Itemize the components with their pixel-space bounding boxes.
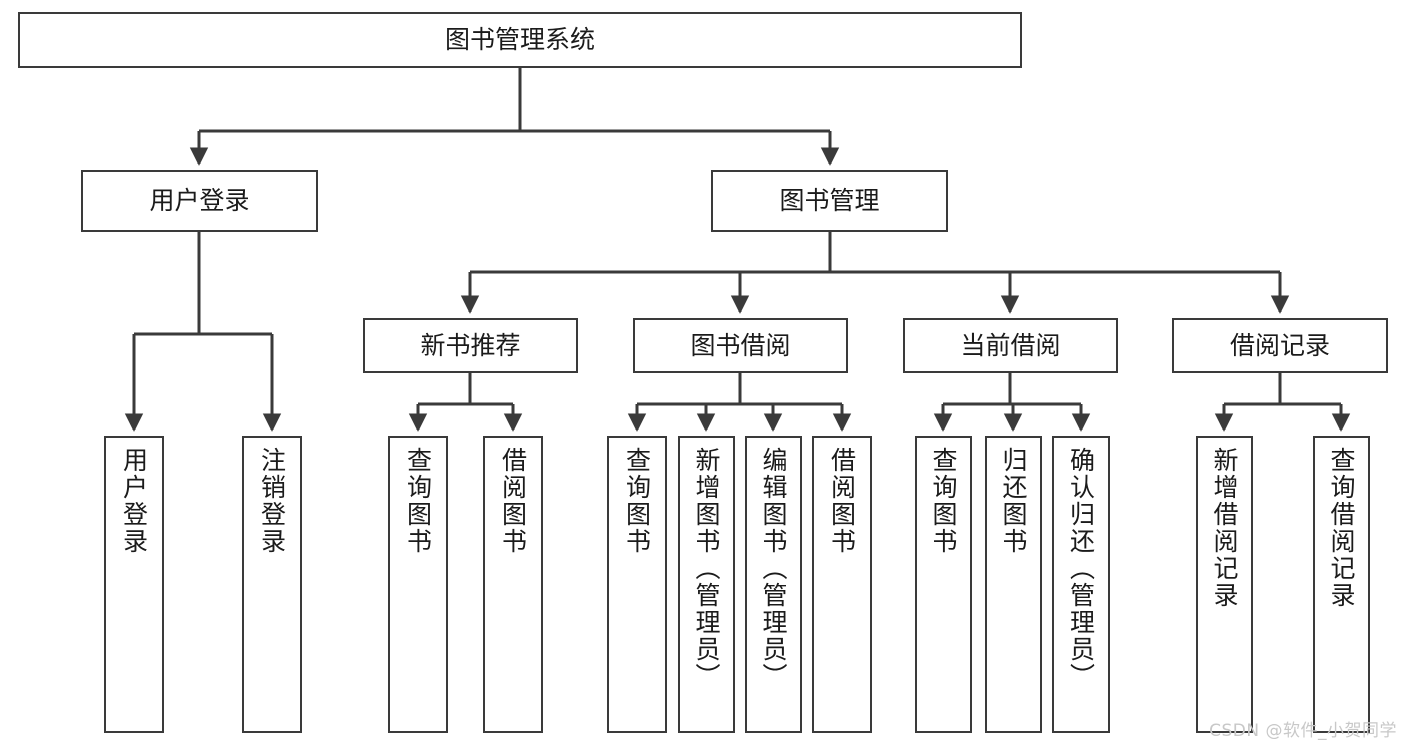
leaf-borrow-book-1[interactable]: 借阅图书 xyxy=(483,436,543,733)
node-borrow-record[interactable]: 借阅记录 xyxy=(1172,318,1388,373)
node-root-label: 图书管理系统 xyxy=(444,25,595,55)
node-borrow-record-label: 借阅记录 xyxy=(1229,330,1330,360)
leaf-query-book-3[interactable]: 查询图书 xyxy=(915,436,972,733)
node-current-borrow[interactable]: 当前借阅 xyxy=(903,318,1118,373)
node-user-login-label: 用户登录 xyxy=(149,186,250,216)
leaf-add-book[interactable]: 新增图书（管理员） xyxy=(678,436,735,733)
leaf-confirm-return-label: 确认归还（管理员） xyxy=(1066,447,1096,690)
leaf-user-login-label: 用户登录 xyxy=(119,447,149,555)
leaf-query-book-2-label: 查询图书 xyxy=(622,447,652,555)
leaf-add-record[interactable]: 新增借阅记录 xyxy=(1196,436,1253,733)
leaf-borrow-book-1-label: 借阅图书 xyxy=(498,447,528,555)
leaf-query-book-1[interactable]: 查询图书 xyxy=(388,436,448,733)
node-book-borrow-label: 图书借阅 xyxy=(690,330,791,360)
node-book-manage[interactable]: 图书管理 xyxy=(711,170,948,232)
leaf-query-book-1-label: 查询图书 xyxy=(403,447,433,555)
leaf-add-record-label: 新增借阅记录 xyxy=(1210,447,1239,609)
leaf-user-login[interactable]: 用户登录 xyxy=(104,436,164,733)
leaf-logout[interactable]: 注销登录 xyxy=(242,436,302,733)
leaf-query-book-2[interactable]: 查询图书 xyxy=(607,436,667,733)
leaf-borrow-book-2[interactable]: 借阅图书 xyxy=(812,436,872,733)
watermark: CSDN @软件_小贺同学 xyxy=(1209,721,1397,741)
node-current-borrow-label: 当前借阅 xyxy=(960,330,1061,360)
leaf-return-book-label: 归还图书 xyxy=(999,447,1028,555)
node-new-book-recommend[interactable]: 新书推荐 xyxy=(363,318,578,373)
node-user-login[interactable]: 用户登录 xyxy=(81,170,318,232)
leaf-query-record-label: 查询借阅记录 xyxy=(1327,447,1356,609)
leaf-return-book[interactable]: 归还图书 xyxy=(985,436,1042,733)
leaf-query-record[interactable]: 查询借阅记录 xyxy=(1313,436,1370,733)
node-book-manage-label: 图书管理 xyxy=(779,186,880,216)
node-root[interactable]: 图书管理系统 xyxy=(18,12,1022,68)
leaf-edit-book[interactable]: 编辑图书（管理员） xyxy=(745,436,802,733)
node-new-book-recommend-label: 新书推荐 xyxy=(420,330,521,360)
leaf-query-book-3-label: 查询图书 xyxy=(929,447,958,555)
leaf-logout-label: 注销登录 xyxy=(257,447,287,555)
leaf-borrow-book-2-label: 借阅图书 xyxy=(827,447,857,555)
leaf-edit-book-label: 编辑图书（管理员） xyxy=(759,447,788,690)
node-book-borrow[interactable]: 图书借阅 xyxy=(633,318,848,373)
leaf-add-book-label: 新增图书（管理员） xyxy=(692,447,721,690)
leaf-confirm-return[interactable]: 确认归还（管理员） xyxy=(1052,436,1110,733)
